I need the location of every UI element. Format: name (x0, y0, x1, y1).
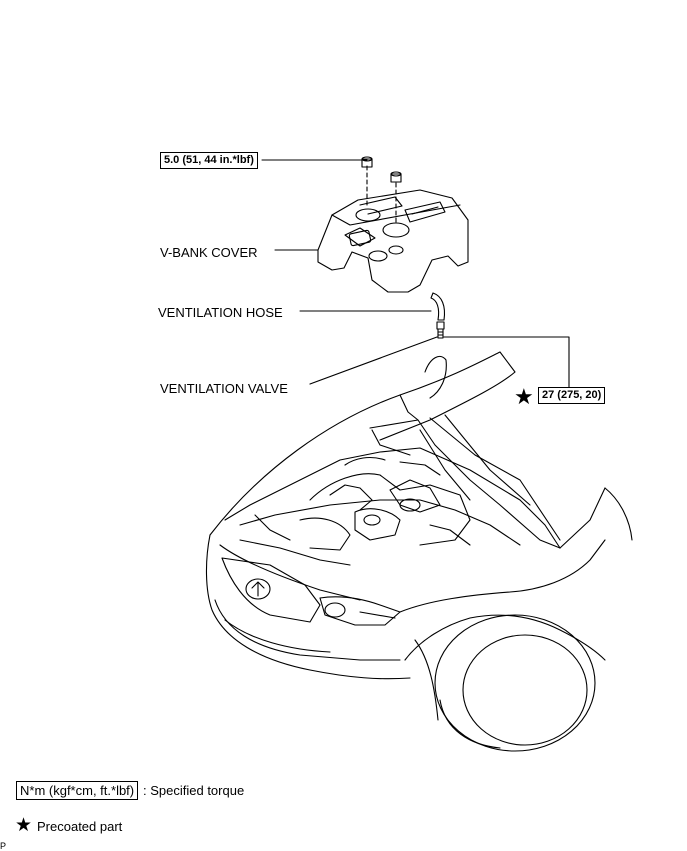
torque-box-valve: 27 (275, 20) (538, 387, 606, 404)
corner-mark: P (0, 841, 7, 851)
cover-nut-2 (390, 171, 402, 183)
torque-box-cover-nut: 5.0 (51, 44 in.*lbf) (160, 152, 258, 169)
leader-lines (261, 159, 570, 396)
ventilation-hose (430, 292, 446, 321)
label-v-bank-cover: V-BANK COVER (160, 245, 258, 260)
label-ventilation-valve: VENTILATION VALVE (160, 381, 288, 396)
legend-torque-text: : Specified torque (143, 783, 245, 798)
legend-star-icon: ★ (15, 815, 33, 836)
precoat-star-icon: ★ (514, 384, 534, 409)
label-ventilation-hose: VENTILATION HOSE (158, 305, 283, 320)
v-bank-cover (317, 189, 469, 293)
car-body (205, 351, 633, 752)
legend-precoat-text: Precoated part (37, 819, 123, 834)
legend-torque-box: N*m (kgf*cm, ft.*lbf) (16, 781, 139, 800)
ventilation-valve (436, 321, 445, 339)
cover-nut-1 (361, 156, 373, 168)
